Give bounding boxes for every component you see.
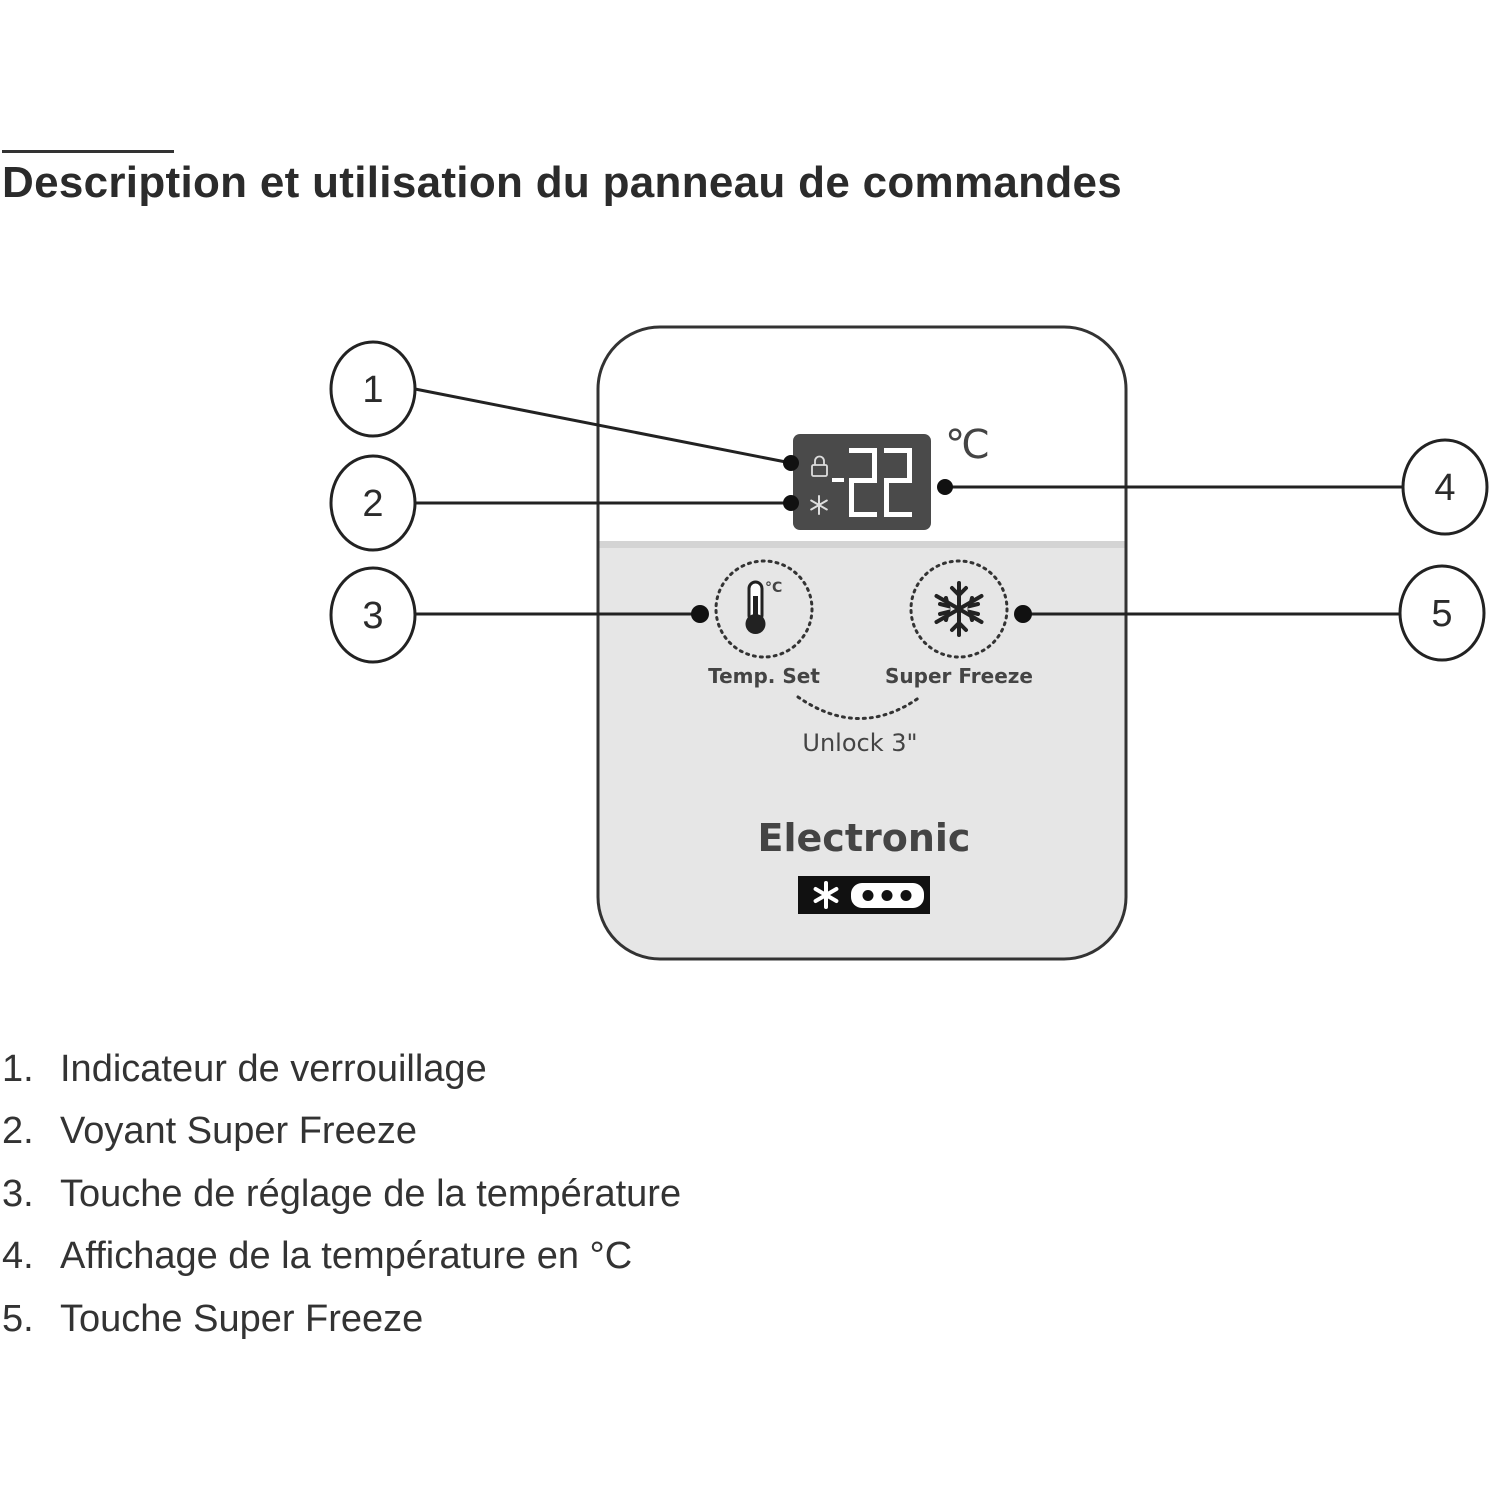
leader-dot-3 (691, 605, 709, 623)
snowflake-icon (934, 581, 984, 637)
unlock-arc (796, 695, 922, 720)
callout-3: 3 (329, 566, 417, 664)
page-title: Description et utilisation du panneau de… (2, 158, 1123, 207)
callout-number: 2 (362, 483, 383, 525)
unlock-label: Unlock 3" (802, 729, 917, 757)
panel-divider (598, 541, 1126, 548)
temp-set-button-ring (714, 559, 814, 659)
control-panel (596, 325, 1128, 961)
callout-4: 4 (1401, 438, 1489, 536)
star-rating-badge (798, 876, 930, 914)
asterisk-icon (813, 881, 839, 909)
legend-item: 2. Voyant Super Freeze (2, 1101, 681, 1164)
leader-dot-2 (783, 495, 799, 511)
callout-2: 2 (329, 454, 417, 552)
thermometer-icon: °C (745, 580, 782, 634)
display-digits (849, 448, 912, 517)
temperature-unit: ℃ (945, 422, 990, 468)
legend-item: 1. Indicateur de verrouillage (2, 1038, 681, 1101)
legend-item: 3. Touche de réglage de la température (2, 1163, 681, 1226)
display-digit (849, 448, 877, 517)
legend-list: 1. Indicateur de verrouillage 2. Voyant … (2, 1038, 681, 1351)
legend-number: 1. (2, 1047, 34, 1090)
title-rule (2, 150, 174, 153)
callout-number: 5 (1431, 593, 1452, 635)
display-digit (884, 448, 912, 517)
legend-item: 4. Affichage de la température en °C (2, 1226, 681, 1289)
callout-number: 4 (1434, 467, 1455, 509)
legend-text: Touche de réglage de la température (60, 1172, 682, 1215)
leader-line-1 (414, 387, 792, 465)
callout-number: 3 (362, 595, 383, 637)
brand-label: Electronic (758, 816, 971, 860)
lock-icon (811, 455, 828, 477)
legend-text: Indicateur de verrouillage (60, 1047, 487, 1090)
legend-number: 3. (2, 1172, 34, 1215)
legend-text: Affichage de la température en °C (60, 1235, 633, 1278)
display-minus-segment (832, 478, 844, 482)
leader-dot-5 (1014, 605, 1032, 623)
legend-text: Touche Super Freeze (60, 1297, 424, 1340)
legend-number: 4. (2, 1235, 34, 1278)
leader-dot-4 (937, 479, 953, 495)
panel-outline (596, 325, 1128, 961)
legend-item: 5. Touche Super Freeze (2, 1288, 681, 1351)
callout-5: 5 (1398, 564, 1486, 662)
svg-text:°C: °C (765, 580, 782, 596)
leader-dot-1 (783, 455, 799, 471)
legend-number: 2. (2, 1110, 34, 1153)
callout-leaders (414, 387, 1404, 623)
callout-number: 1 (362, 369, 383, 411)
legend-number: 5. (2, 1297, 34, 1340)
temperature-display: ℃ (793, 422, 990, 530)
super-freeze-button-ring (909, 559, 1009, 659)
super-freeze-label: Super Freeze (885, 664, 1033, 688)
super-freeze-button[interactable]: Super Freeze (885, 559, 1033, 688)
legend-text: Voyant Super Freeze (60, 1110, 417, 1153)
callout-1: 1 (329, 340, 417, 438)
temp-set-label: Temp. Set (708, 664, 820, 688)
snowflake-icon (810, 495, 828, 515)
temp-set-button[interactable]: °C Temp. Set (708, 559, 820, 688)
